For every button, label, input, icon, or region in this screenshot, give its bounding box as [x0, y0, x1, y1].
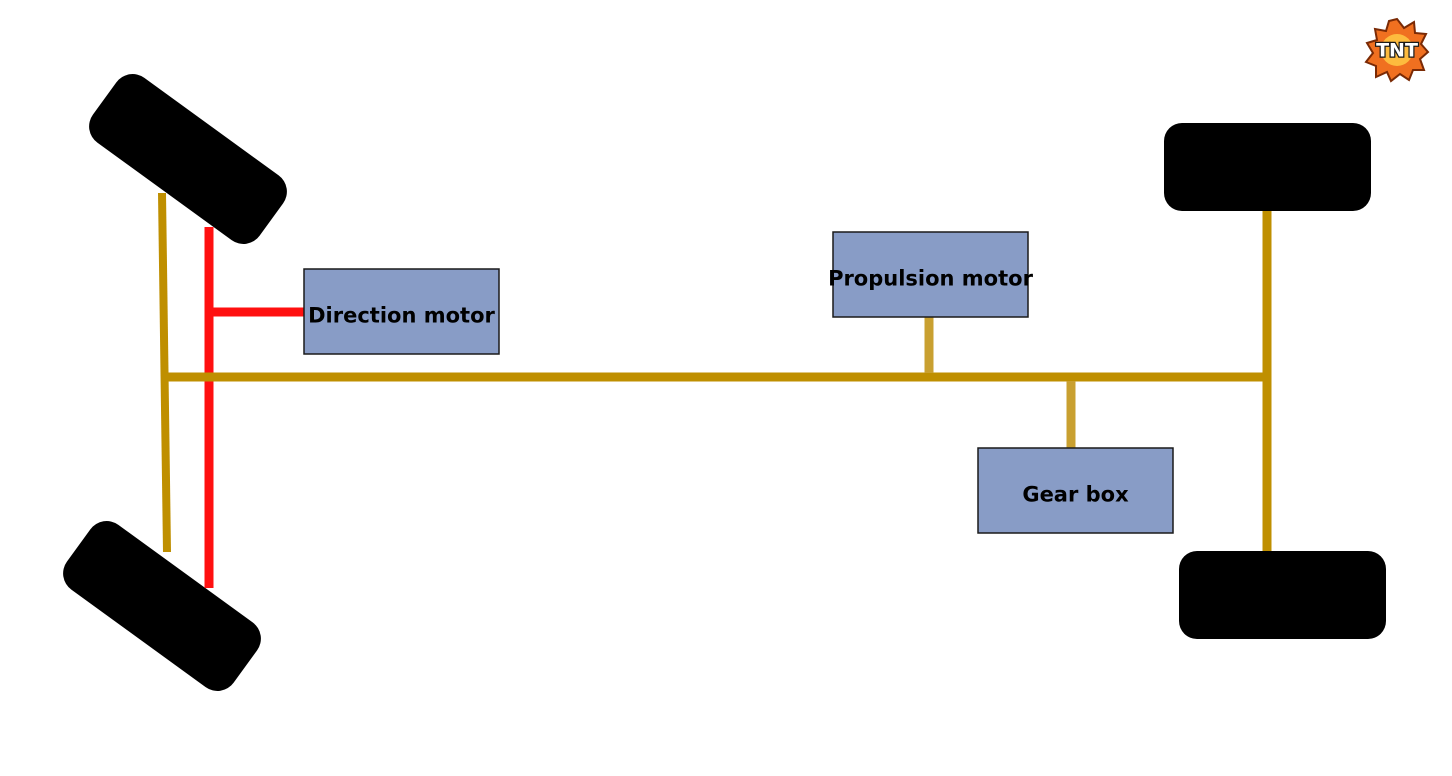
front-top-wheel: [89, 74, 287, 244]
rear-top-wheel: [1164, 123, 1371, 211]
rear-bottom-wheel: [1179, 551, 1386, 639]
direction-motor-label: Direction motor: [308, 304, 495, 328]
tnt-logo: TNT: [1364, 17, 1430, 83]
tnt-logo-text: TNT: [1376, 40, 1418, 62]
propulsion-motor-label: Propulsion motor: [828, 267, 1034, 291]
gear-box-label: Gear box: [1022, 483, 1129, 507]
propulsion-motor-box: Propulsion motor: [828, 231, 1034, 318]
gear-box-box: Gear box: [977, 447, 1174, 534]
direction-motor-box: Direction motor: [303, 268, 500, 355]
front-bottom-wheel: [63, 521, 261, 691]
